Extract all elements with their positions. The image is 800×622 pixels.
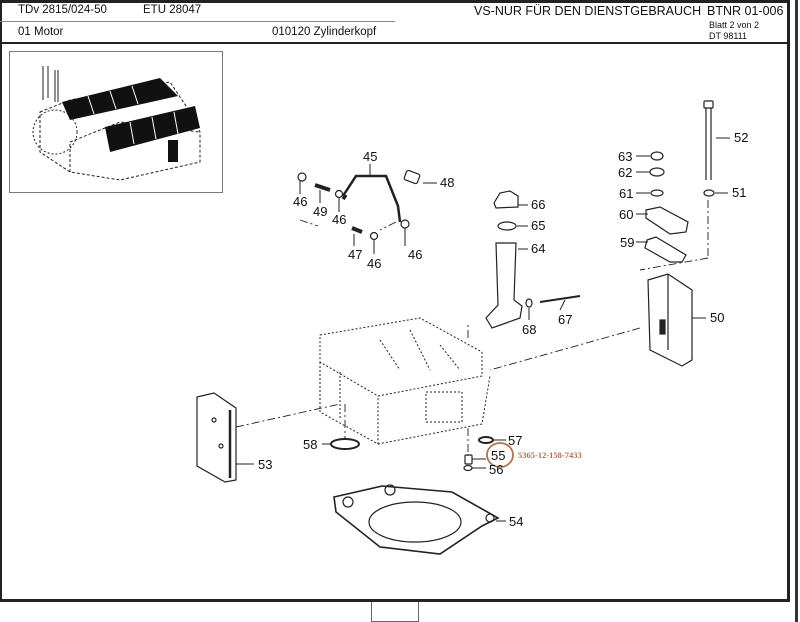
classification-label: VS-NUR FÜR DEN DIENSTGEBRAUCH bbox=[474, 4, 702, 18]
bolt-52 bbox=[703, 100, 715, 197]
header-mid-divider bbox=[0, 21, 395, 22]
callout-64[interactable]: 64 bbox=[531, 241, 545, 256]
page-frame bbox=[0, 0, 790, 602]
engine-icon bbox=[32, 66, 201, 181]
head-gasket-54 bbox=[333, 484, 500, 555]
callout-46[interactable]: 46 bbox=[332, 212, 346, 227]
callout-68[interactable]: 68 bbox=[522, 322, 536, 337]
callout-56[interactable]: 56 bbox=[489, 462, 503, 477]
callout-66[interactable]: 66 bbox=[531, 197, 545, 212]
callout-53[interactable]: 53 bbox=[258, 457, 272, 472]
btnr-label: BTNR 01-006 bbox=[707, 4, 784, 18]
callout-51[interactable]: 51 bbox=[732, 185, 746, 200]
callout-62[interactable]: 62 bbox=[618, 165, 632, 180]
callout-52[interactable]: 52 bbox=[734, 130, 748, 145]
rocker-parts bbox=[644, 151, 689, 263]
bottom-tab[interactable] bbox=[371, 602, 419, 622]
highlight-circle bbox=[486, 442, 514, 468]
engine-thumbnail bbox=[9, 51, 223, 193]
model-label: TDv 2815/024-50 bbox=[18, 4, 107, 16]
group-label: 01 Motor bbox=[18, 26, 64, 38]
callout-63[interactable]: 63 bbox=[618, 149, 632, 164]
callout-61[interactable]: 61 bbox=[619, 186, 633, 201]
callout-59[interactable]: 59 bbox=[620, 235, 634, 250]
plate-50 bbox=[647, 273, 693, 367]
callout-46[interactable]: 46 bbox=[367, 256, 381, 271]
callout-48[interactable]: 48 bbox=[440, 175, 454, 190]
callout-50[interactable]: 50 bbox=[710, 310, 724, 325]
callout-49[interactable]: 49 bbox=[313, 204, 327, 219]
part-number-annotation: 5365-12-158-7433 bbox=[518, 450, 582, 460]
callout-46[interactable]: 46 bbox=[293, 194, 307, 209]
scrollbar-rail[interactable] bbox=[795, 0, 798, 622]
callout-57[interactable]: 57 bbox=[508, 433, 522, 448]
callout-54[interactable]: 54 bbox=[509, 514, 523, 529]
cylinder-head bbox=[319, 317, 491, 445]
callout-67[interactable]: 67 bbox=[558, 312, 572, 327]
o-ring-58 bbox=[330, 438, 360, 450]
injection-pipe bbox=[297, 169, 421, 241]
callout-65[interactable]: 65 bbox=[531, 218, 545, 233]
header-divider bbox=[0, 42, 790, 44]
callout-45[interactable]: 45 bbox=[363, 149, 377, 164]
subgroup-label: 010120 Zylinderkopf bbox=[272, 26, 377, 38]
plate-53 bbox=[196, 392, 237, 483]
callout-58[interactable]: 58 bbox=[303, 437, 317, 452]
sheet-label: Blatt 2 von 2 bbox=[709, 20, 760, 30]
dt-label: DT 98111 bbox=[709, 31, 748, 41]
callout-47[interactable]: 47 bbox=[348, 247, 362, 262]
etu-label: ETU 28047 bbox=[143, 4, 202, 16]
callout-60[interactable]: 60 bbox=[619, 207, 633, 222]
callout-46[interactable]: 46 bbox=[408, 247, 422, 262]
callout-55[interactable]: 55 bbox=[491, 448, 505, 463]
oil-pipe bbox=[485, 190, 581, 329]
